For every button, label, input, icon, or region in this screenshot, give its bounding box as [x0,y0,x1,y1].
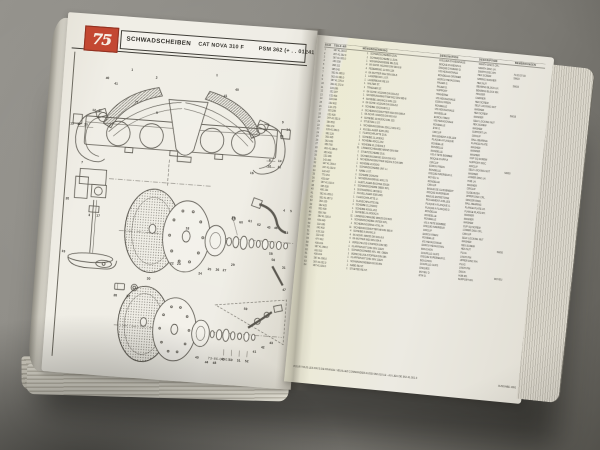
diagram-callout: 13 [69,121,74,126]
table-cell: 64 [303,262,307,266]
diagram-callout: 61 [248,218,253,223]
section-title: SCHWADSCHEIBEN [126,35,192,48]
diagram-callout: 30 [146,276,151,281]
footer-note: POUR TOUS LES PAYS DE FRANCE: VEUILLEZ C… [293,365,418,380]
diagram-callout: 15 [279,134,284,139]
diagram-callout: 12 [91,108,96,113]
diagram-callout: 24 [198,272,203,277]
diagram-callout: 17 [96,213,101,218]
diagram-callout: 59 [243,307,248,312]
diagram-callout: 71 [134,100,139,105]
diagram-callout: 44 [204,360,209,365]
diagram-callout: 56 [271,258,276,263]
diagram-callout: 22 [169,261,174,266]
diagram-callout: 14 [278,158,283,163]
model-name: CAT NOVA 310 F [198,40,245,51]
diagram-callout: 20 [65,196,70,201]
diagram-callout: 26 [215,268,219,273]
diagram-callout: 3 [88,212,91,217]
diagram-callout: 1 [215,73,218,78]
diagram-callout: 32 [126,294,131,299]
footer-edition: AUSGABE 1991 [497,384,517,390]
diagram-callout: 14 [286,127,291,132]
chapter-tab: 75 [83,25,120,53]
diagram-callout: 28 [113,293,117,298]
diagram-callout: 18 [185,226,190,231]
diagram-callout: 31 [281,266,286,271]
diagram-callout: 63 [284,230,289,235]
diagram-callout: 29 [231,263,236,268]
diagram-callout: 62 [256,222,261,227]
diagram-callout: 10 [83,122,88,127]
diagram-callout: 42 [260,345,265,350]
diagram-callout: 8 [156,111,159,115]
diagram-callout: 58 [268,252,273,256]
model-serial-line: CAT NOVA 310 F PSM 362 (+ . . 01241 [198,41,315,56]
diagram-callout: 8 [268,158,271,162]
diagram-callout: 60 [239,220,244,225]
diagram-callout: 43 [269,340,274,345]
diagram-callout: 41 [252,349,257,354]
diagram-callout: 25 [207,267,212,272]
page-footer: POUR TOUS LES PAYS DE FRANCE: VEUILLEZ C… [293,365,517,394]
diagram-callout: 51 [236,358,241,363]
diagram-callout: 41 [223,93,228,98]
diagram-callout: 45 [266,225,271,230]
diagram-callout: 40 [234,88,239,93]
diagram-callout: 10 [267,164,272,169]
diagram-callout: 21 [231,215,236,220]
diagram-callout: 40 [105,76,110,81]
diagram-callout: 48 [212,360,216,365]
chapter-number: 75 [91,29,112,49]
diagram-callout: 12 [76,122,81,127]
diagram-callout: 5 [290,209,293,214]
diagram-callout: 23 [177,262,182,267]
diagram-callout: 46 [274,225,279,230]
diagram-callout: 27 [222,268,227,273]
diagram-callout: 52 [244,359,249,364]
diagram-callout: 1 [130,68,133,73]
diagram-callout: 11 [98,108,103,113]
diagram-callout: 11 [277,165,282,169]
diagram-callout: 4 [283,209,286,214]
diagram-callout: 41 [114,82,119,87]
parts-table: BILD TEILE-NR MENGE BENENNUNG DESIGNATIO… [301,42,546,313]
diagram-callout: 19 [61,249,66,254]
diagram-callout: 40 [194,355,199,360]
diagram-callout: 7 [80,160,83,165]
diagram-callout: 47 [282,287,287,292]
diagram-callout: 16 [249,171,254,175]
diagram-callout: 2 [155,76,158,81]
right-page: BILD TEILE-NR MENGE BENENNUNG DESIGNATIO… [283,34,555,405]
diagram-callout: 9 [281,120,284,125]
serial-range: PSM 362 (+ . . 01241 [258,45,316,56]
